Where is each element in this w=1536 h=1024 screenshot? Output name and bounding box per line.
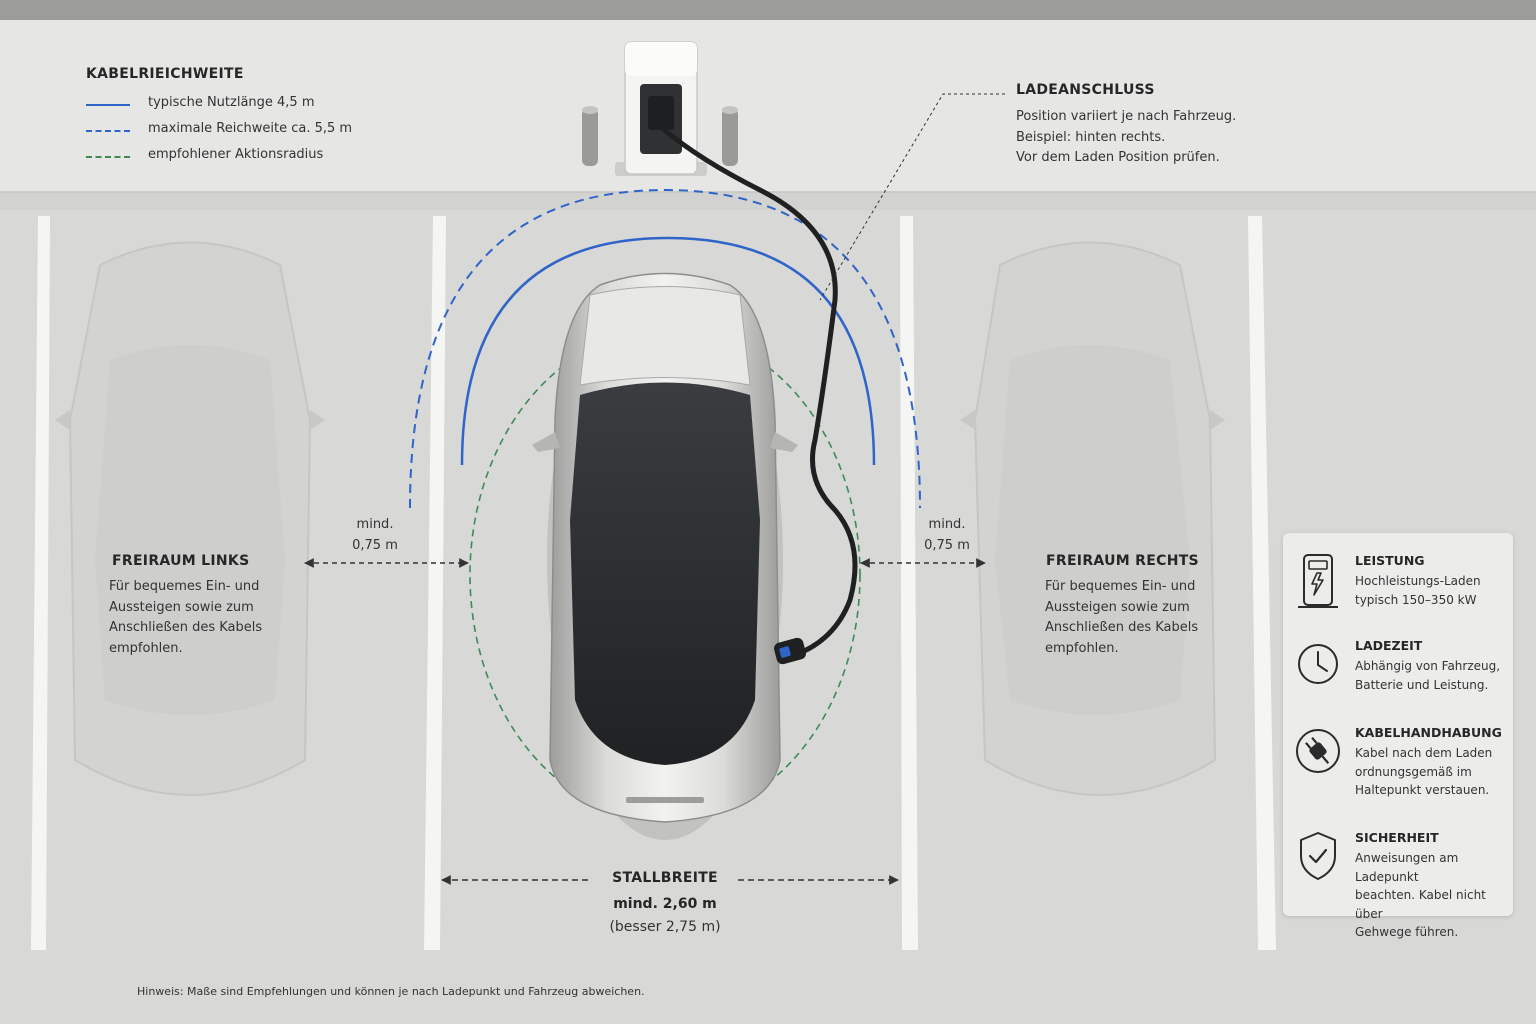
text-line: ordnungsgemäß im	[1355, 764, 1472, 779]
charging-port-title: LADEANSCHLUSS	[1016, 82, 1155, 98]
text-line: Abhängig von Fahrzeug,	[1355, 659, 1501, 673]
ghost-car-left	[55, 241, 325, 796]
gap-left-label: mind. 0,75 m	[340, 514, 410, 556]
text-line: Kabel nach dem Laden	[1355, 746, 1493, 760]
gap-right-label: mind. 0,75 m	[912, 514, 982, 556]
legend-item-typical: typische Nutzlänge 4,5 m	[86, 95, 386, 115]
gravel-strip	[0, 0, 1536, 20]
free-left-text: Für bequemes Ein- und Aussteigen sowie z…	[109, 577, 299, 659]
free-left-title: FREIRAUM LINKS	[112, 553, 250, 569]
charging-station-icon	[1298, 554, 1338, 608]
text-line: Beispiel: hinten rechts.	[1016, 129, 1166, 145]
text-line: Aussteigen sowie zum	[109, 599, 254, 615]
text-line: Vor dem Laden Position prüfen.	[1016, 150, 1220, 165]
text-line: Position variiert je nach Fahrzeug.	[1016, 109, 1237, 124]
legend-item-action: empfohlener Aktionsradius	[86, 147, 386, 167]
legend-item-max: maximale Reichweite ca. 5,5 m	[86, 121, 386, 141]
text-line: Hochleistungs-Laden	[1355, 574, 1481, 588]
legend-label: typische Nutzlänge 4,5 m	[148, 95, 315, 110]
text-line: 0,75 m	[352, 538, 398, 553]
info-text: Kabel nach dem Laden ordnungsgemäß im Ha…	[1355, 744, 1513, 800]
charging-port-leader	[819, 93, 1005, 301]
text-line: Aussteigen sowie zum	[1045, 599, 1190, 615]
stall-width-title: STALLBREITE	[612, 870, 718, 886]
curb	[0, 192, 1536, 210]
legend-line-dashed-blue	[86, 130, 130, 132]
text-line: Anweisungen am Ladepunkt	[1355, 851, 1459, 884]
legend-line-dashed-green	[86, 156, 130, 158]
stall-width-better: (besser 2,75 m)	[609, 919, 721, 935]
clock-icon	[1298, 644, 1338, 684]
info-title: SICHERHEIT	[1355, 830, 1439, 845]
charging-port-text: Position variiert je nach Fahrzeug. Beis…	[1016, 107, 1296, 169]
text-line: Für bequemes Ein- und	[109, 579, 260, 594]
sidewalk	[0, 20, 1536, 192]
charging-station	[615, 41, 707, 176]
text-line: 0,75 m	[924, 538, 970, 553]
legend-label: maximale Reichweite ca. 5,5 m	[148, 121, 353, 136]
info-text: Hochleistungs-Laden typisch 150–350 kW	[1355, 572, 1513, 609]
text-line: Anschließen des Kabels	[109, 620, 263, 635]
text-line: beachten. Kabel nicht über	[1355, 888, 1486, 921]
legend-title: KABELRIEICHWEITE	[86, 66, 244, 82]
text-line: Haltepunkt verstauen.	[1355, 783, 1490, 797]
text-line: mind.	[356, 517, 394, 532]
free-right-text: Für bequemes Ein- und Aussteigen sowie z…	[1045, 577, 1235, 659]
action-radius-ellipse	[469, 329, 861, 821]
info-title: LADEZEIT	[1355, 638, 1423, 653]
legend-line-solid	[86, 104, 130, 106]
bollards	[582, 106, 738, 166]
text-line: Batterie und Leistung.	[1355, 677, 1489, 692]
info-text: Anweisungen am Ladepunkt beachten. Kabel…	[1355, 849, 1513, 942]
text-line: Für bequemes Ein- und	[1045, 579, 1196, 594]
info-panel: LEISTUNG Hochleistungs-Laden typisch 150…	[1283, 533, 1513, 939]
main-car	[532, 272, 798, 840]
charging-plug	[774, 637, 806, 665]
ghost-car-right	[960, 241, 1225, 796]
plug-icon	[1296, 729, 1340, 773]
info-text: Abhängig von Fahrzeug, Batterie und Leis…	[1355, 657, 1513, 694]
legend-label: empfohlener Aktionsradius	[148, 147, 324, 162]
free-right-title: FREIRAUM RECHTS	[1046, 553, 1199, 569]
typical-reach-arc	[460, 236, 876, 466]
max-reach-arc	[409, 188, 921, 509]
stall-lines	[31, 216, 1276, 950]
stall-width-min: mind. 2,60 m	[613, 896, 717, 912]
text-line: Anschließen des Kabels	[1045, 620, 1199, 635]
text-line: Gehwege führen.	[1355, 925, 1459, 939]
text-line: typisch 150–350 kW	[1355, 592, 1477, 607]
shield-check-icon	[1300, 832, 1336, 880]
text-line: mind.	[928, 517, 966, 532]
info-title: LEISTUNG	[1355, 553, 1425, 568]
text-line: empfohlen.	[1045, 640, 1119, 656]
text-line: empfohlen.	[109, 640, 183, 656]
info-title: KABELHANDHABUNG	[1355, 725, 1502, 740]
charging-cable	[659, 125, 858, 658]
footnote: Hinweis: Maße sind Empfehlungen und könn…	[137, 985, 645, 998]
